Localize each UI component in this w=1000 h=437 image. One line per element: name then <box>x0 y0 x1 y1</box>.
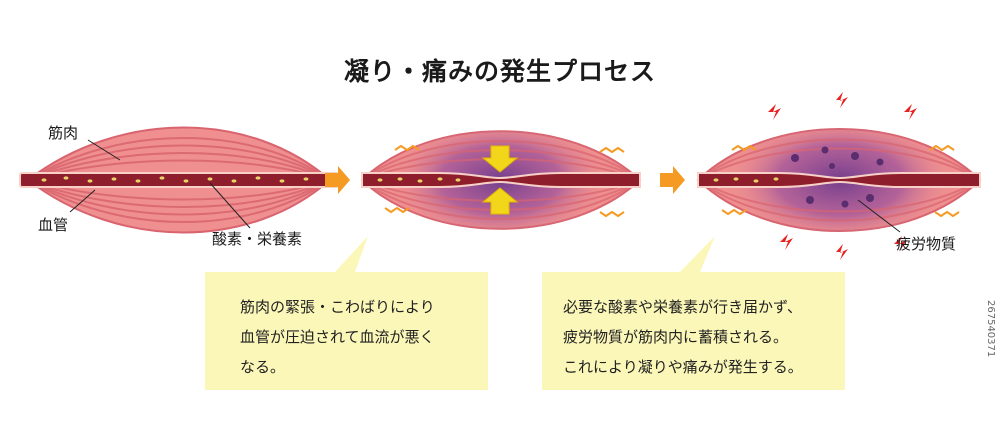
note-bubble-right <box>542 236 845 390</box>
blood-vessel <box>19 172 339 188</box>
label-vessel: 血管 <box>38 216 69 234</box>
pinched-vessel <box>361 172 641 188</box>
note-left-line-3: なる。 <box>240 358 286 376</box>
note-right-line-3: これにより凝りや痛みが発生する。 <box>563 358 803 376</box>
label-nutrients: 酸素・栄養素 <box>212 230 303 248</box>
nutrient-dots <box>41 176 309 183</box>
note-right: 必要な酸素や栄養素が行き届かず、 疲労物質が筋肉内に蓄積される。 これにより凝り… <box>563 292 803 382</box>
compress-arrow-down <box>481 145 519 173</box>
note-right-line-1: 必要な酸素や栄養素が行き届かず、 <box>563 298 802 316</box>
pain-sparks <box>768 92 917 260</box>
compress-arrow-up <box>481 187 519 215</box>
note-bubble-left <box>205 236 488 390</box>
muscle-fatigue <box>696 92 982 260</box>
label-muscle: 筋肉 <box>48 124 79 142</box>
process-arrow-1 <box>325 166 350 194</box>
note-left-line-1: 筋肉の緊張・こわばりにより <box>240 298 435 316</box>
label-fatigue: 疲労物質 <box>896 235 957 253</box>
note-left-line-2: 血管が圧迫されて血流が悪く <box>240 328 435 346</box>
process-arrow-2 <box>660 166 685 194</box>
fatigue-particles <box>791 146 884 208</box>
note-right-line-2: 疲労物質が筋肉内に蓄積される。 <box>563 328 789 346</box>
page-title: 凝り・痛みの発生プロセス <box>343 57 656 86</box>
note-left: 筋肉の緊張・こわばりにより 血管が圧迫されて血流が悪く なる。 <box>240 292 435 382</box>
muscle-tense <box>360 130 642 230</box>
stock-id: 267540371 <box>985 300 996 358</box>
